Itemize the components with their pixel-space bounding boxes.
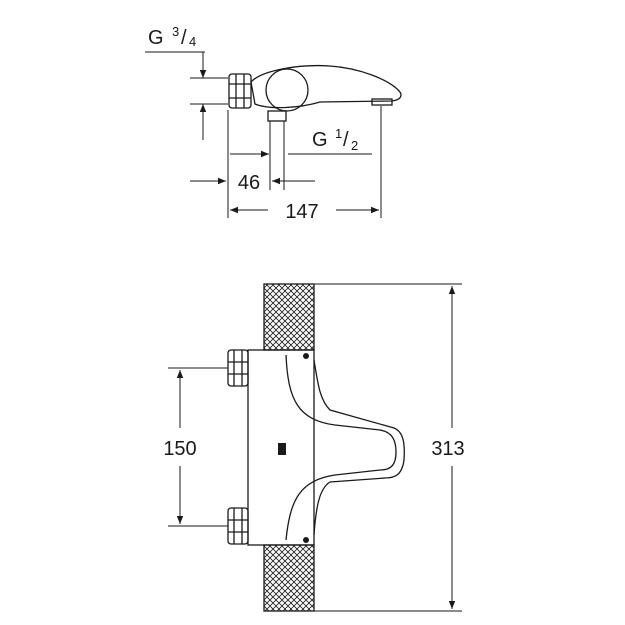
inlet-thread-numerator: 3 [172, 24, 179, 39]
spout-inner-contour [285, 354, 397, 541]
dim-150-value: 150 [163, 438, 196, 460]
outlet-thread-prefix: G [312, 129, 328, 151]
front-view: 150 313 [163, 283, 465, 612]
inlet-thread-slash: / [181, 27, 187, 49]
bottom-detail-dot [303, 537, 309, 543]
spout-front-outline [313, 359, 405, 536]
inlet-thread-prefix: G [148, 27, 164, 49]
upper-hex-fitting [227, 349, 249, 387]
mixer-front-body [247, 349, 315, 546]
outlet-fitting [267, 110, 287, 122]
mixer-body-outline [250, 64, 402, 109]
thermostat-handle [265, 68, 309, 112]
dim-147-value: 147 [285, 201, 318, 223]
dim-313-value: 313 [431, 438, 464, 460]
outlet-thread-slash: / [343, 129, 349, 151]
outlet-thread-denominator: 2 [351, 138, 358, 153]
inlet-thread-denominator: 4 [189, 34, 196, 49]
inlet-thread-label: G 3 / 4 [148, 24, 196, 49]
bottom-knurled-grip [263, 544, 315, 612]
top-knurled-grip [263, 283, 315, 351]
inlet-hex-fitting [228, 73, 252, 109]
dim-46-value: 46 [238, 172, 260, 194]
top-detail-dot [303, 353, 309, 359]
outlet-thread-numerator: 1 [335, 126, 342, 141]
temperature-marker [278, 443, 286, 455]
spout-tip [371, 98, 393, 106]
outlet-thread-label: G 1 / 2 [312, 126, 358, 153]
side-view: G 3 / 4 G 1 / 2 [145, 24, 402, 223]
lower-hex-fitting [227, 507, 249, 545]
